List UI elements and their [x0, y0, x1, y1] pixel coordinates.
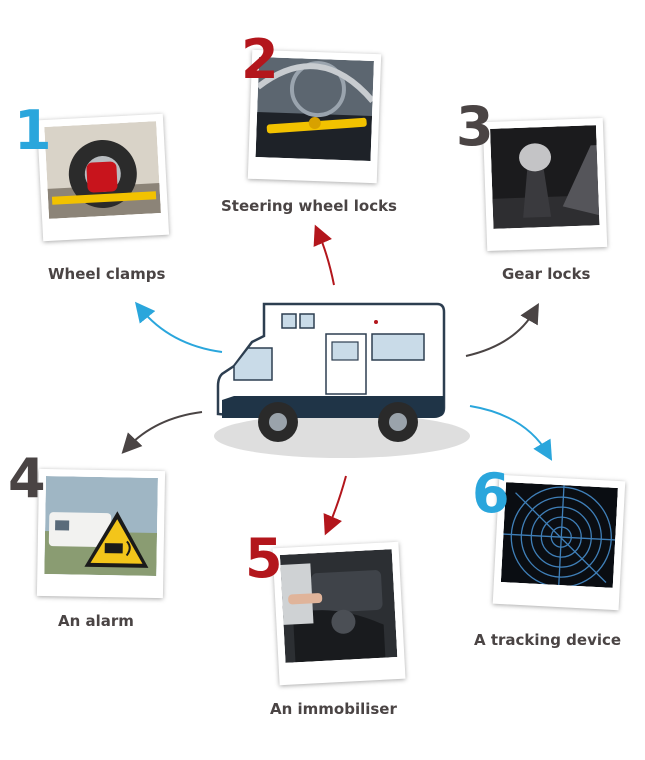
label-steering-wheel-locks: Steering wheel locks — [221, 197, 397, 215]
wheel-clamp-photo — [44, 121, 161, 219]
radar-screen-photo — [500, 482, 618, 588]
steering-lock-photo — [255, 57, 374, 161]
step-number: 3 — [456, 95, 494, 158]
polaroid-tracking — [492, 474, 626, 611]
step-number: 2 — [241, 28, 279, 91]
arrow-to-tracking — [469, 405, 553, 461]
step-number: 5 — [245, 527, 283, 590]
polaroid-gear-locks — [482, 117, 608, 252]
engine-bay-photo — [279, 549, 398, 663]
polaroid-alarm — [36, 468, 166, 599]
step-number: 4 — [8, 447, 46, 510]
step-number: 6 — [472, 462, 510, 525]
step-number: 1 — [14, 99, 52, 162]
arrow-to-wheel-clamps — [134, 301, 223, 353]
label-gear-locks: Gear locks — [502, 265, 591, 283]
polaroid-steering-lock — [247, 49, 382, 184]
polaroid-wheel-clamps — [36, 113, 170, 242]
arrow-to-immobiliser — [323, 475, 347, 536]
label-a-tracking-device: A tracking device — [474, 631, 622, 649]
label-wheel-clamps: Wheel clamps — [48, 265, 166, 283]
alarm-sign-photo — [44, 476, 158, 576]
label-an-immobiliser: An immobiliser — [270, 700, 397, 718]
arrow-to-gear-locks — [465, 303, 539, 357]
label-an-alarm: An alarm — [58, 612, 134, 630]
motorhome-icon — [214, 302, 470, 458]
polaroid-immobiliser — [272, 541, 406, 686]
arrow-to-steering-lock — [313, 224, 335, 286]
gear-lever-photo — [490, 125, 600, 229]
arrow-to-alarm — [121, 411, 203, 454]
